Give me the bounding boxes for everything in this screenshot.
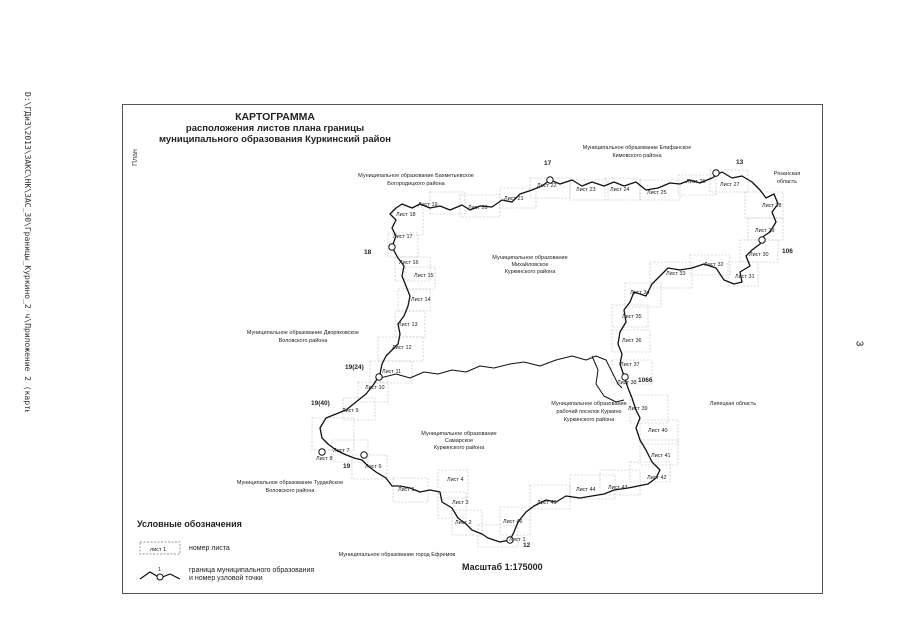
sheet-label: Лист 43	[608, 485, 628, 491]
title-line-1: КАРТОГРАММА	[235, 111, 315, 123]
sheet-label: Лист 27	[720, 182, 740, 188]
node-label: 19	[343, 463, 351, 470]
node-label: 19(40)	[311, 400, 330, 407]
file-path-text: D:\ГДиЗ\2013\ЗАКС\НК\ЗАС_30\Границы_Курк…	[23, 92, 32, 412]
sheet-label: Лист 18	[396, 212, 416, 218]
sheet-label: Лист 1	[509, 537, 526, 543]
sheet-label: Лист 25	[647, 190, 667, 196]
sheet-label: Лист 6	[365, 464, 382, 470]
sheet-label: Лист 41	[651, 453, 671, 459]
sheet-label: Лист 28	[762, 203, 782, 209]
sheet-label: Лист 5	[398, 487, 415, 493]
sheet-label: Лист 3	[452, 500, 469, 506]
sheet-label: Лист 24	[610, 187, 630, 193]
sheet-label: Лист 13	[398, 322, 418, 328]
node-label: 17	[544, 160, 552, 167]
legend-sheet-label: номер листа	[189, 545, 230, 552]
sheet-label: Лист 39	[628, 406, 648, 412]
sheet-label: Лист 30	[749, 252, 769, 258]
sheet-label: Лист 7	[333, 448, 350, 454]
sheet-label: Лист 22	[537, 183, 557, 189]
node-label: 1066	[638, 377, 653, 384]
sheet-label: Лист 46	[503, 519, 523, 525]
legend-boundary-line-2: и номер узловой точки	[189, 575, 263, 582]
legend-title: Условные обозначения	[137, 519, 242, 529]
node-label: 12	[523, 542, 531, 549]
sheet-label: Лист 12	[392, 345, 412, 351]
sheet-label: Лист 33	[666, 271, 686, 277]
node-markers	[318, 169, 766, 544]
district-boundary	[319, 171, 779, 543]
map-frame	[122, 104, 823, 594]
sheet-label: Лист 2	[455, 520, 472, 526]
sheet-label: Лист 34	[630, 290, 650, 296]
sheet-label: Лист 9	[342, 408, 359, 414]
settlement-boundary	[379, 355, 625, 403]
sheet-label: Лист 17	[393, 234, 413, 240]
sheet-label: Лист 31	[735, 274, 755, 280]
sheet-label: Лист 45	[537, 500, 557, 506]
sheet-label: Лист 32	[704, 262, 724, 268]
sheet-label: Лист 35	[622, 314, 642, 320]
map-scale: Масштаб 1:175000	[462, 562, 543, 572]
area-label-lipetsk: Липецкая область	[710, 401, 756, 407]
legend-sheet-sample: лист 1	[150, 547, 166, 553]
sheet-label: Лист 16	[399, 260, 419, 266]
node-label: 18	[364, 249, 372, 256]
legend-sheet-swatch	[139, 541, 181, 555]
sheet-label: Лист 29	[755, 228, 775, 234]
sheet-label: Лист 36	[622, 338, 642, 344]
sheet-label: Лист 42	[647, 475, 667, 481]
legend-boundary-line-1: граница муниципального образования	[189, 567, 315, 574]
node-label: 106	[782, 248, 793, 255]
title-line-2: расположения листов плана границы	[185, 123, 365, 134]
sheet-label: Лист 38	[617, 380, 637, 386]
node-label: 13	[736, 159, 744, 166]
sheet-label: Лист 8	[316, 456, 333, 462]
sheet-label: Лист 19	[418, 202, 438, 208]
sheet-label: Лист 10	[365, 385, 385, 391]
sheet-grid	[311, 169, 784, 548]
sheet-label: Лист 26	[686, 179, 706, 185]
sheet-label: Лист 37	[620, 362, 640, 368]
sheet-label: Лист 14	[411, 297, 431, 303]
map-title: КАРТОГРАММА расположения листов плана гр…	[150, 111, 400, 146]
sheet-label: Лист 21	[504, 196, 524, 202]
sheet-label: Лист 20	[468, 205, 488, 211]
title-line-3: муниципального образования Куркинский ра…	[159, 134, 391, 145]
legend-boundary-label: граница муниципального образования и ном…	[189, 567, 314, 583]
sheet-label: Лист 23	[576, 187, 596, 193]
node-label: 19(24)	[345, 364, 364, 371]
area-label-efremov: Муниципальное образование город Ефремов	[339, 552, 456, 558]
sheet-label: Лист 40	[648, 428, 668, 434]
sheet-label: Лист 15	[414, 273, 434, 279]
legend-node-sample: 1	[158, 567, 161, 573]
sheet-label: Лист 11	[382, 369, 401, 375]
sheet-label: Лист 4	[447, 477, 464, 483]
legend-node-icon	[156, 573, 164, 581]
sheet-label: Лист 44	[576, 487, 596, 493]
